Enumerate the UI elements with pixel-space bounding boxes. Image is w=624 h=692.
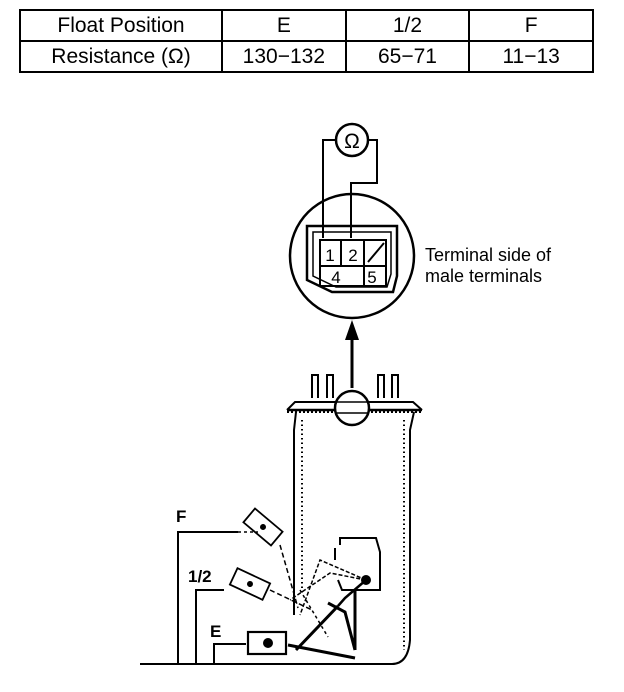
pin-4-label: 4 [331, 268, 340, 287]
float-full [242, 507, 284, 547]
float-empty [246, 630, 288, 656]
pin-1-label: 1 [325, 246, 334, 265]
sender-connector [333, 389, 371, 427]
terminal-label-line1: Terminal side of [425, 245, 552, 265]
level-e-label: E [210, 622, 221, 641]
cell-position-e: E [221, 9, 347, 42]
pin-5-label: 5 [367, 268, 376, 287]
test-leads [322, 139, 378, 238]
connector-housing [305, 224, 399, 294]
level-indicators [140, 531, 320, 665]
table-row-resistance: Resistance (Ω) 130−132 65−71 11−13 [19, 40, 594, 73]
connector-magnifier: 1 2 4 5 [288, 192, 416, 320]
header-float-position: Float Position [19, 9, 223, 42]
table-row-float-position: Float Position E 1/2 F [19, 9, 594, 42]
ohmmeter-icon: Ω [334, 122, 370, 158]
cell-resistance-f: 11−13 [468, 40, 594, 73]
magnify-arrow [345, 320, 359, 388]
float-half [228, 567, 272, 601]
cell-resistance-half: 65−71 [344, 40, 471, 73]
level-f-label: F [176, 507, 186, 526]
terminal-label-line2: male terminals [425, 266, 542, 286]
header-resistance: Resistance (Ω) [19, 40, 223, 73]
ohm-symbol: Ω [344, 130, 360, 153]
cell-position-f: F [468, 9, 594, 42]
float-arms [269, 544, 367, 660]
level-half-label: 1/2 [188, 567, 212, 586]
cell-position-half: 1/2 [344, 9, 471, 42]
pin-2-label: 2 [348, 246, 357, 265]
pivot-bracket [327, 537, 381, 651]
cell-resistance-e: 130−132 [221, 40, 347, 73]
float-resistance-table: Float Position E 1/2 F Resistance (Ω) 13… [19, 9, 594, 73]
